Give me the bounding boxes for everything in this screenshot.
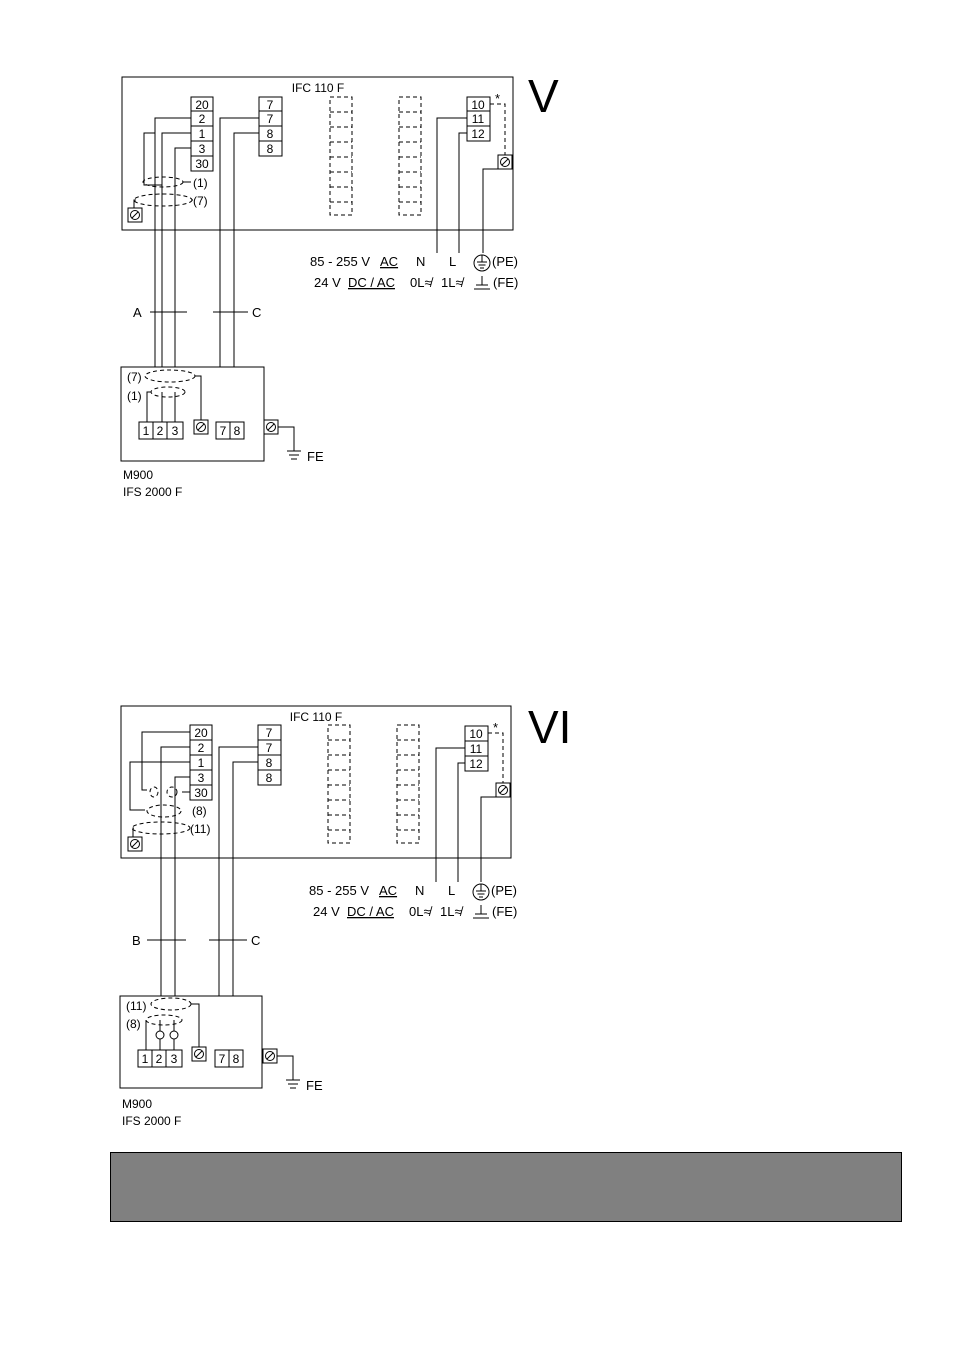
note-bar [110,1152,902,1222]
terminal-label: 20 [194,726,208,740]
supply-spec-dc: 24 V DC / AC 0L≉ 1L≉ (FE) [314,275,518,290]
supply-n: 0L≉ [410,275,434,290]
terminal-label: 1 [143,424,150,438]
terminal-label: 2 [199,112,206,126]
terminal-strip-power: 10 11 12 [467,97,490,141]
diagram-vi: IFC 110 F VI 20 2 1 3 30 7 7 8 8 [120,701,571,1128]
terminal-label: 12 [469,757,483,771]
terminal-label: 12 [471,127,485,141]
supply-type: DC / AC [348,275,395,290]
device-title: IFC 110 F [290,710,342,724]
terminal-label: 8 [266,756,273,770]
shield-label: (7) [193,194,208,208]
cable-label: C [251,933,260,948]
supply-earth: (FE) [492,904,517,919]
supply-n: N [415,883,424,898]
terminal-label: 10 [469,727,483,741]
supply-type: AC [380,254,398,269]
terminal-label: 1 [142,1052,149,1066]
terminal-label: 7 [220,424,227,438]
terminal-label: 8 [234,424,241,438]
terminal-strip-coil: 7 7 8 8 [259,97,282,156]
terminal-label: 7 [267,98,274,112]
terminal-label: 7 [267,112,274,126]
terminal-label: 2 [198,741,205,755]
cable-label: C [252,305,261,320]
terminal-label: 3 [172,424,179,438]
terminal-label: 1 [199,127,206,141]
supply-l: 1L≉ [440,904,464,919]
shield-label: (8) [192,804,207,818]
sensor-name: M900 [122,1097,152,1111]
shield-label: (8) [126,1017,141,1031]
supply-type: AC [379,883,397,898]
sensor-model: IFS 2000 F [122,1114,181,1128]
supply-spec-ac: 85 - 255 V AC N L (PE) [309,883,517,900]
terminal-strip-signal: 20 2 1 3 30 [190,725,212,800]
fe-label: FE [307,449,324,464]
terminal-label: 10 [471,98,485,112]
terminal-label: 8 [267,127,274,141]
supply-spec-ac: 85 - 255 V AC N L (PE) [310,254,518,271]
terminal-label: 11 [472,112,485,126]
cable-label: A [133,305,142,320]
supply-earth: (PE) [492,254,518,269]
terminal-label: 7 [266,741,273,755]
terminal-label: 30 [194,786,208,800]
supply-voltage: 24 V [313,904,340,919]
supply-l: L [448,883,455,898]
shield-label: (11) [126,999,146,1013]
device-title: IFC 110 F [292,81,344,95]
supply-l: 1L≉ [441,275,465,290]
supply-voltage: 85 - 255 V [309,883,369,898]
supply-earth: (PE) [491,883,517,898]
terminal-label: 30 [195,157,209,171]
terminal-label: 8 [266,771,273,785]
diagram-v: IFC 110 F V 20 2 1 3 30 7 7 8 8 [121,70,559,499]
supply-n: N [416,254,425,269]
supply-l: L [449,254,456,269]
terminal-label: 2 [157,424,164,438]
terminal-strip-power: 10 11 12 [465,726,488,771]
shield-label: (11) [190,822,210,836]
diagram-numeral: VI [528,701,571,753]
terminal-label: 1 [198,756,205,770]
terminal-label: 2 [156,1052,163,1066]
converter-housing [121,706,511,858]
terminal-label: 3 [198,771,205,785]
terminal-label: 3 [171,1052,178,1066]
terminal-label: 11 [470,742,483,756]
supply-spec-dc: 24 V DC / AC 0L≉ 1L≉ (FE) [313,904,517,919]
cable-label: B [132,933,141,948]
shield-label: (7) [127,370,142,384]
terminal-strip-signal: 20 2 1 3 30 [191,97,213,171]
sensor-terminal-strip: 1 2 3 [139,422,183,439]
terminal-label: 20 [195,98,209,112]
terminal-label: 3 [199,142,206,156]
supply-earth: (FE) [493,275,518,290]
terminal-strip-coil: 7 7 8 8 [258,725,281,785]
sensor-coil-terminals: 7 8 [216,422,244,439]
sensor-model: IFS 2000 F [123,485,182,499]
shield-label: (1) [127,389,142,403]
terminal-label: 7 [266,726,273,740]
sensor-coil-terminals: 7 8 [215,1050,243,1067]
fe-label: FE [306,1078,323,1093]
converter-housing [122,77,513,230]
sensor-terminal-strip: 1 2 3 [138,1050,182,1067]
shield-label: (1) [193,176,208,190]
diagram-numeral: V [528,70,559,122]
terminal-label: 7 [219,1052,226,1066]
terminal-label: 8 [267,142,274,156]
supply-voltage: 85 - 255 V [310,254,370,269]
supply-type: DC / AC [347,904,394,919]
supply-n: 0L≉ [409,904,433,919]
supply-voltage: 24 V [314,275,341,290]
sensor-housing [121,367,264,461]
sensor-name: M900 [123,468,153,482]
terminal-label: 8 [233,1052,240,1066]
